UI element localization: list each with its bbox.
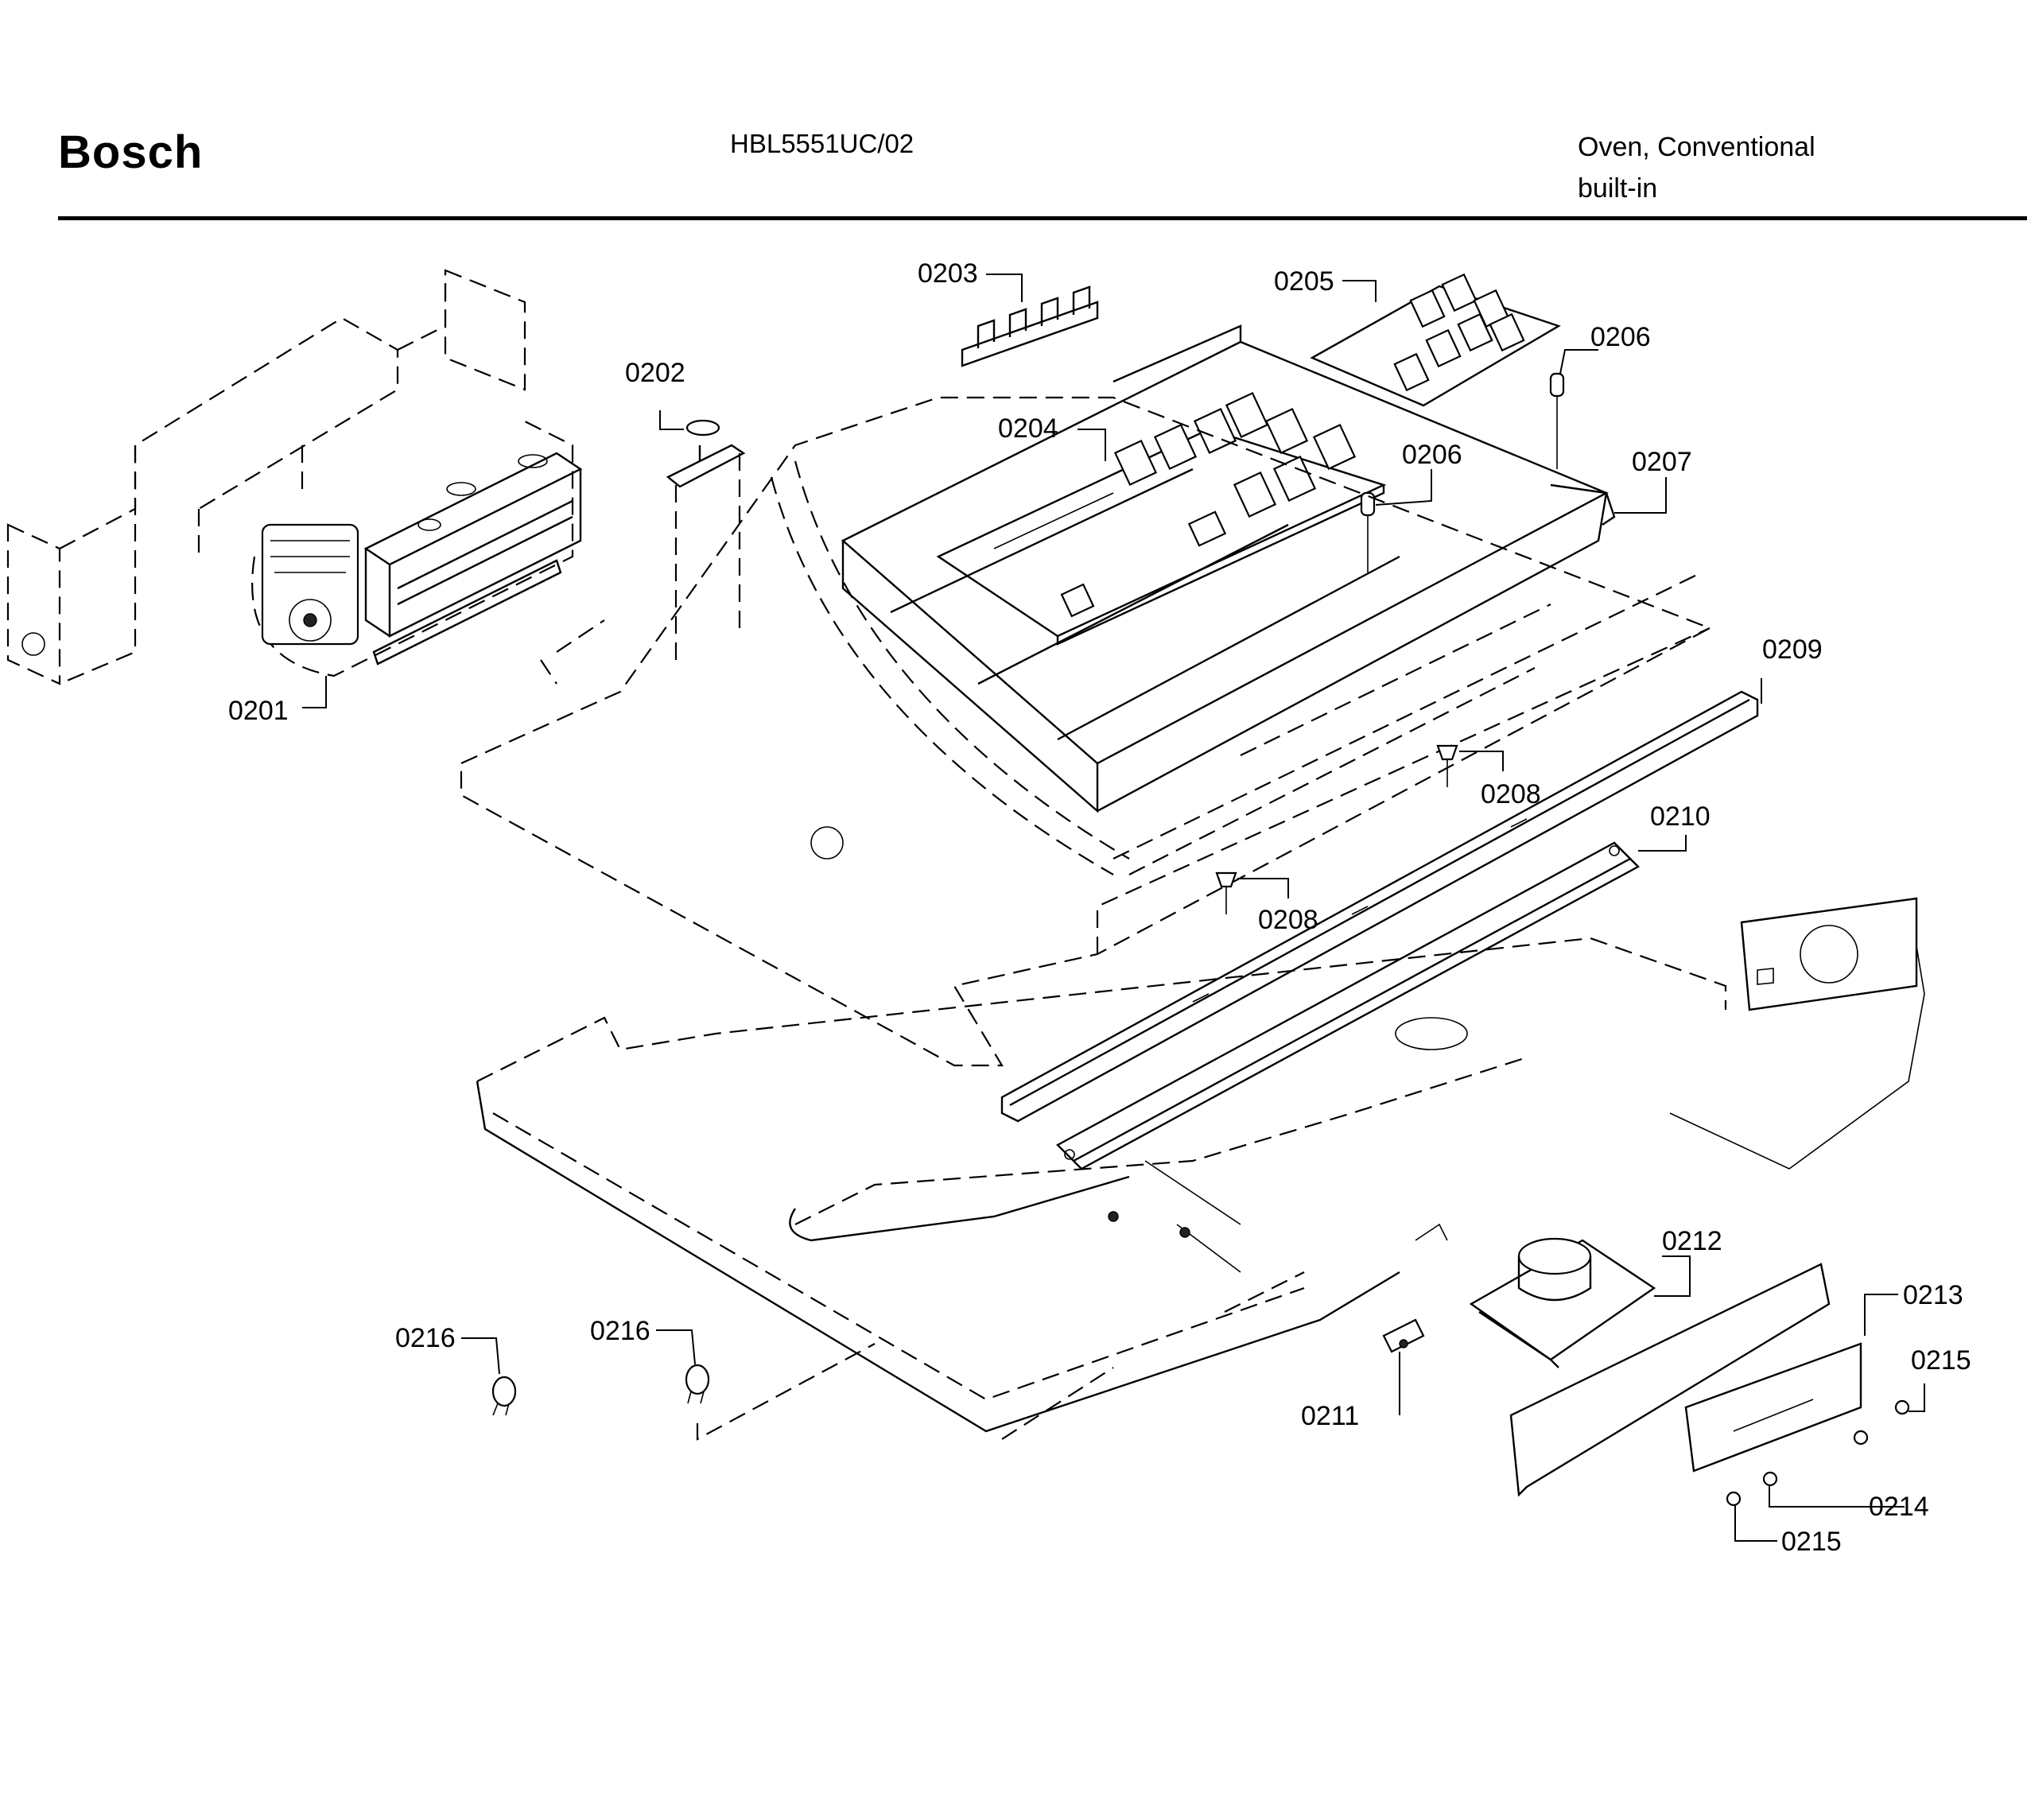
part-0204-control-board — [936, 391, 1387, 646]
lower-floor-pan — [476, 937, 1727, 1440]
model-number: HBL5551UC/02 — [730, 129, 914, 158]
callout-0201: 0201 — [228, 696, 289, 726]
callout-0206-upper: 0206 — [1590, 322, 1651, 352]
callout-0210: 0210 — [1650, 801, 1711, 832]
callout-0215-lower: 0215 — [1781, 1527, 1842, 1557]
part-0210-channel — [1056, 841, 1640, 1170]
brand-name: Bosch — [58, 126, 204, 178]
callout-0213: 0213 — [1903, 1280, 1963, 1310]
callout-0202: 0202 — [625, 358, 685, 388]
callout-0212: 0212 — [1662, 1226, 1722, 1256]
callout-0209: 0209 — [1762, 634, 1823, 665]
part-0206-standoffs — [1360, 372, 1565, 572]
header-rule — [58, 216, 2027, 220]
callout-0211: 0211 — [1301, 1401, 1359, 1431]
part-0207-bracket — [1550, 483, 1616, 526]
callout-0206-lower: 0206 — [1402, 440, 1462, 470]
part-0212-motor-assembly — [1415, 1223, 1656, 1368]
part-0205-relay-board — [1310, 273, 1561, 407]
appliance-subtype: built-in — [1578, 173, 1658, 204]
part-0211-switch — [1382, 1318, 1425, 1353]
callout-0203: 0203 — [918, 258, 978, 289]
part-0208-clips — [1215, 744, 1458, 914]
part-0209-rail — [1000, 690, 1759, 1123]
callout-0205: 0205 — [1274, 266, 1334, 297]
part-0203-connector — [961, 285, 1099, 367]
callout-0216-right: 0216 — [590, 1316, 650, 1346]
leader-lines — [302, 274, 1925, 1542]
callout-0214: 0214 — [1869, 1492, 1929, 1522]
callout-0208-lower: 0208 — [1258, 905, 1318, 935]
callout-labels: 0201 0202 0203 0204 0205 0206 0206 0207 … — [228, 258, 1971, 1557]
callout-0216-left: 0216 — [395, 1323, 456, 1353]
callout-0204: 0204 — [998, 413, 1058, 444]
part-0202-thermostat — [666, 419, 746, 668]
base-plate — [460, 396, 1712, 1067]
part-0201-motor-housing — [251, 421, 583, 677]
callout-0215-upper: 0215 — [1911, 1345, 1971, 1376]
appliance-type: Oven, Conventional — [1578, 132, 1815, 162]
parts-0214-0215-screws — [1726, 1399, 1910, 1507]
part-0213-side-bracket — [1509, 1263, 1862, 1497]
callout-0207: 0207 — [1632, 447, 1692, 477]
rear-housing-left — [6, 269, 526, 685]
right-cover-plate — [1669, 897, 1925, 1170]
part-0216-screws — [491, 1343, 876, 1441]
callout-0208-upper: 0208 — [1481, 779, 1541, 809]
